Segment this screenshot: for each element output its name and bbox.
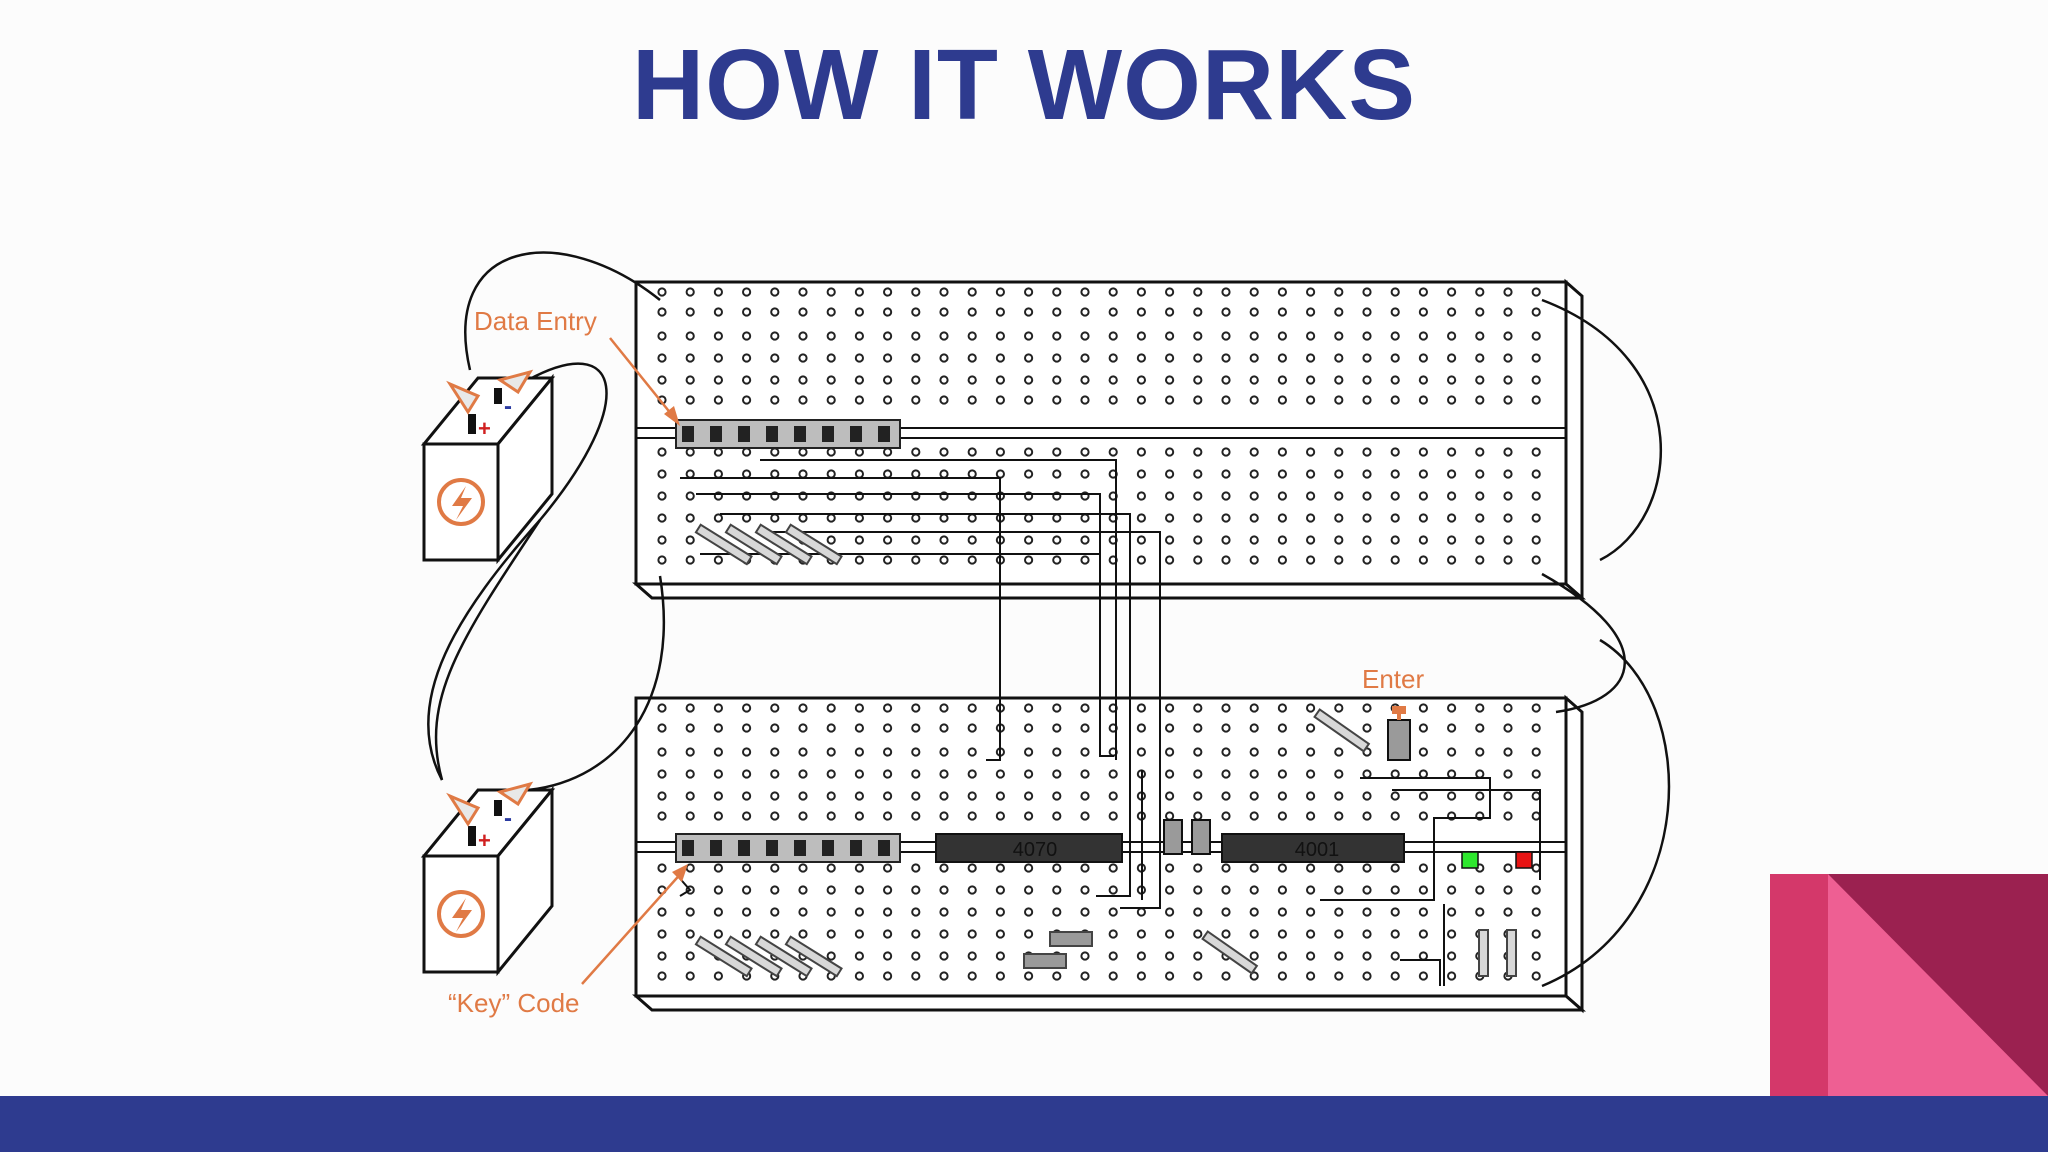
- battery-icon: + -: [420, 781, 556, 977]
- footer-bar: [0, 1096, 2048, 1152]
- chip-4070-label: 4070: [1013, 839, 1058, 861]
- lightning-icon: [437, 890, 485, 938]
- battery-plus-label: +: [478, 416, 491, 441]
- enter-button: [1387, 706, 1411, 761]
- chip-4001: 4001: [1221, 833, 1405, 863]
- holes-top: [657, 287, 1541, 565]
- callouts: Data Entry Enter “Key” Code: [448, 306, 1424, 1018]
- slide-title: HOW IT WORKS: [631, 29, 1417, 141]
- chip-4001-label: 4001: [1295, 839, 1340, 861]
- battery-minus-label: -: [504, 393, 512, 420]
- enter-label: Enter: [1362, 664, 1424, 694]
- chip-4070: 4070: [935, 833, 1123, 863]
- corner-decoration: [1770, 874, 2048, 1096]
- bottom-jumper-wires: [675, 777, 1541, 986]
- battery-icon: + -: [420, 369, 556, 565]
- dip-switch-top: [675, 419, 901, 449]
- battery-wires: [426, 251, 1671, 988]
- leds: [1461, 851, 1533, 869]
- transistors: [1163, 819, 1211, 855]
- alligator-clip-icon: [446, 380, 481, 415]
- battery-minus-label: -: [504, 805, 512, 832]
- inter-board-wires: [680, 459, 1161, 909]
- resistors-top: [694, 523, 843, 566]
- dip-switch-bottom: [675, 833, 901, 863]
- lightning-icon: [437, 478, 485, 526]
- key-code-label: “Key” Code: [448, 988, 580, 1018]
- alligator-clip-icon: [446, 792, 481, 827]
- battery-plus-label: +: [478, 828, 491, 853]
- resistors-bottom: [694, 708, 1517, 978]
- data-entry-label: Data Entry: [474, 306, 597, 336]
